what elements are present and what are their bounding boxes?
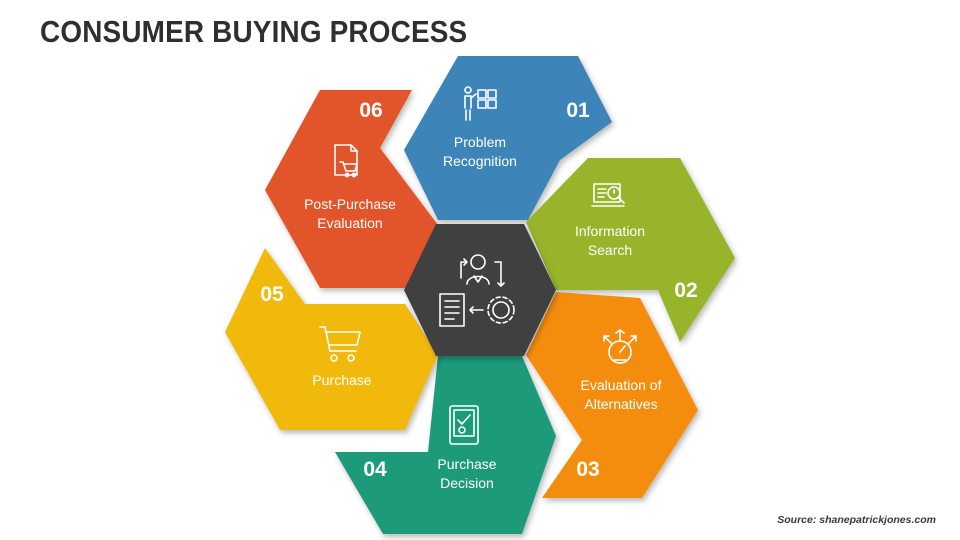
step-01-label-line1: Problem bbox=[454, 134, 506, 150]
step-01-shape bbox=[404, 56, 612, 220]
step-04[interactable]: 04 Purchase Decision bbox=[335, 356, 556, 534]
slide-title: CONSUMER BUYING PROCESS bbox=[40, 14, 468, 49]
shopping-cart-icon bbox=[319, 326, 361, 362]
step-04-shape bbox=[335, 356, 556, 534]
step-05-shape bbox=[225, 248, 438, 430]
step-04-number: 04 bbox=[363, 458, 387, 481]
step-02-label-line1: Information bbox=[575, 223, 645, 239]
gauge-arrows-icon bbox=[603, 329, 637, 364]
tablet-check-icon bbox=[449, 405, 479, 445]
step-01[interactable]: 01 Problem Recognition bbox=[404, 56, 612, 220]
laptop-search-icon bbox=[591, 183, 625, 207]
step-06-label-line2: Evaluation bbox=[317, 215, 382, 231]
step-02-label-line2: Search bbox=[588, 242, 632, 258]
customer-process-icon bbox=[439, 254, 515, 327]
puzzle-person-icon bbox=[464, 86, 497, 121]
source-credit: Source: shanepatrickjones.com bbox=[777, 514, 936, 526]
center-hexagon-shape bbox=[404, 224, 556, 356]
step-03-number: 03 bbox=[576, 458, 599, 481]
step-01-label-line2: Recognition bbox=[443, 153, 517, 169]
step-03-label-line1: Evaluation of bbox=[581, 377, 662, 393]
step-02-number: 02 bbox=[674, 279, 697, 302]
step-01-number: 01 bbox=[566, 99, 590, 122]
step-02[interactable]: 02 Information Search bbox=[526, 158, 735, 342]
step-05[interactable]: 05 Purchase bbox=[225, 248, 438, 430]
document-cart-icon bbox=[334, 144, 358, 178]
step-06[interactable]: 06 Post-Purchase Evaluation bbox=[265, 90, 438, 288]
step-05-number: 05 bbox=[260, 283, 284, 306]
step-06-label-line1: Post-Purchase bbox=[304, 196, 396, 212]
step-03-shape bbox=[526, 292, 698, 498]
step-04-label-line1: Purchase bbox=[437, 456, 496, 472]
step-03-label-line2: Alternatives bbox=[584, 396, 657, 412]
center-hexagon[interactable] bbox=[404, 224, 556, 356]
step-05-label-line1: Purchase bbox=[312, 372, 371, 388]
step-02-shape bbox=[526, 158, 735, 342]
step-04-label-line2: Decision bbox=[440, 475, 494, 491]
step-06-number: 06 bbox=[359, 99, 382, 122]
step-03[interactable]: 03 Evaluation of Alternatives bbox=[526, 292, 698, 498]
step-06-shape bbox=[265, 90, 438, 288]
